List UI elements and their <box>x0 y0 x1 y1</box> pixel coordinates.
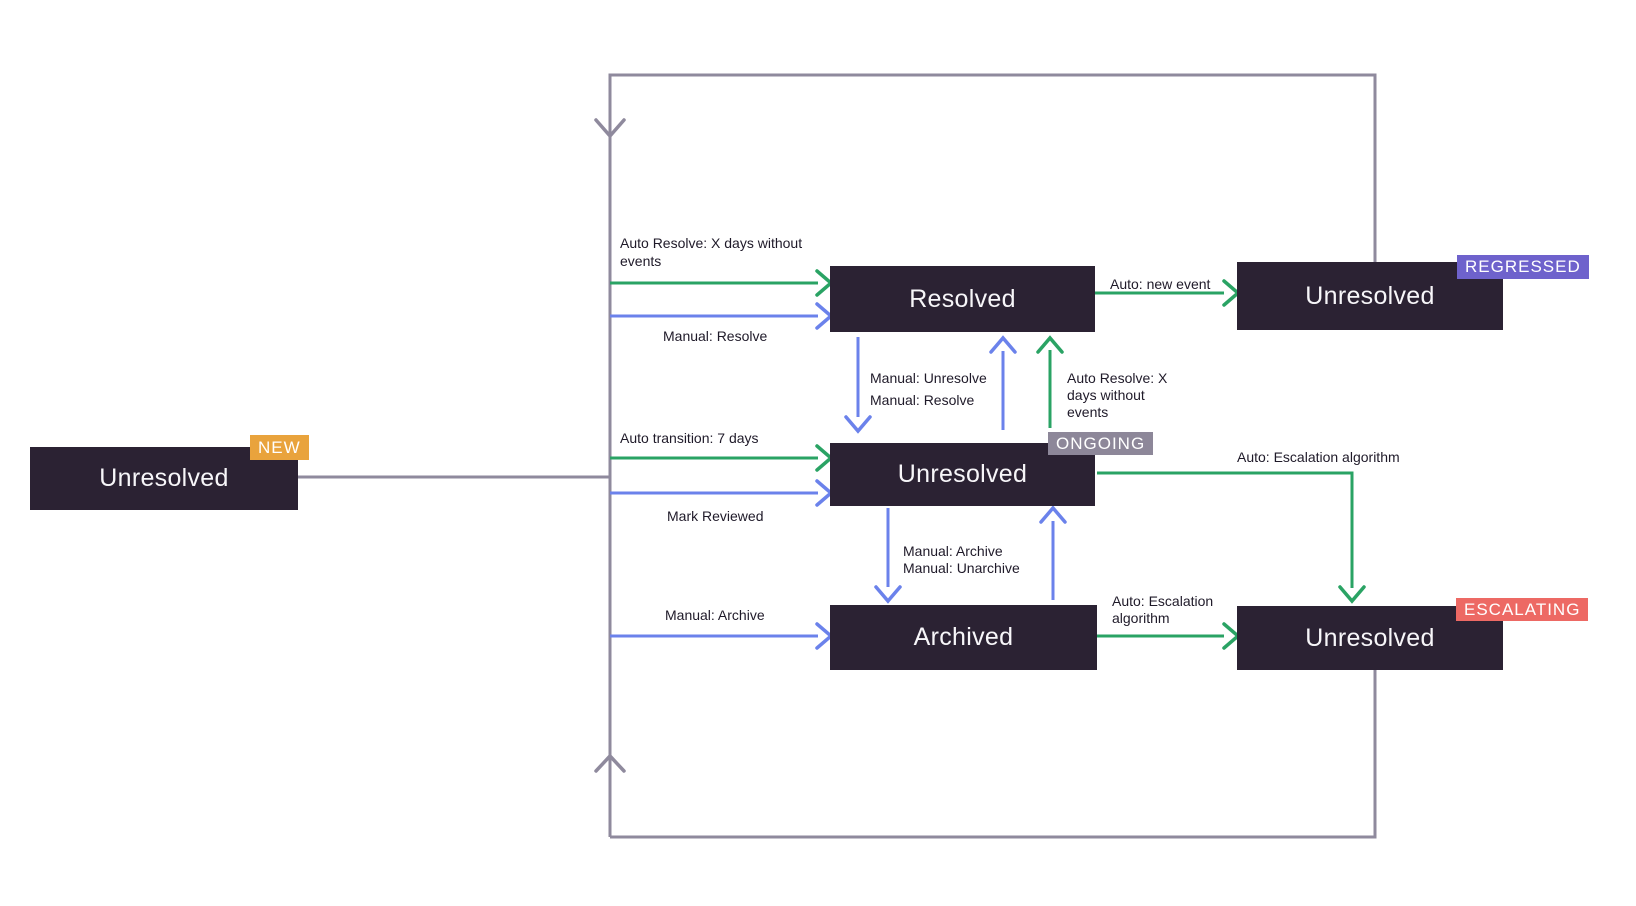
bottom-loop-line <box>610 670 1377 839</box>
regressed-badge: REGRESSED <box>1457 255 1589 279</box>
state-archived: Archived <box>830 605 1097 670</box>
auto-transition-arrowhead <box>815 444 834 472</box>
manual-unarchive-up-arrowhead <box>1039 505 1067 524</box>
escalation-bottom-arrowhead <box>1222 622 1241 650</box>
bus-up-arrowhead <box>594 753 626 773</box>
state-label: Unresolved <box>897 460 1028 488</box>
auto-edges <box>610 269 1366 650</box>
edge-label-auto-resolve-up: Auto Resolve: X days without events <box>1067 370 1168 420</box>
manual-resolve-up-arrowhead <box>989 335 1017 354</box>
edge-label-auto-resolve-days: Auto Resolve: X days without events <box>620 235 803 269</box>
state-unresolved-new: NEW Unresolved <box>30 435 309 510</box>
edge-label-mark-reviewed: Mark Reviewed <box>667 508 764 524</box>
state-unresolved-ongoing: ONGOING Unresolved <box>830 432 1154 506</box>
edge-label-auto-escalation-wrapped: Auto: Escalation algorithm <box>1112 593 1214 626</box>
state-label: Resolved <box>909 284 1016 313</box>
state-unresolved-regressed: REGRESSED Unresolved <box>1237 255 1589 330</box>
manual-edges <box>610 302 1067 650</box>
edge-label-manual-archive-unarchive: Manual: Archive Manual: Unarchive <box>903 543 1020 576</box>
new-badge: NEW <box>250 435 309 460</box>
manual-archive-arrowhead <box>815 622 834 650</box>
escalating-badge: ESCALATING <box>1456 598 1589 621</box>
edge-label-auto-new-event: Auto: new event <box>1110 276 1211 292</box>
manual-unresolve-down-arrowhead <box>844 415 872 434</box>
auto-new-event-arrowhead <box>1222 279 1241 307</box>
auto-resolve-arrowhead <box>815 269 834 297</box>
bus-top-loop-line <box>608 73 1377 837</box>
escalation-top-arrowhead <box>1338 585 1366 604</box>
ongoing-badge: ONGOING <box>1048 432 1154 455</box>
edge-label-auto-escalation: Auto: Escalation algorithm <box>1237 449 1400 465</box>
state-label: Unresolved <box>1305 623 1435 652</box>
edge-label-manual-unresolve-resolve: Manual: Unresolve Manual: Resolve <box>870 370 987 408</box>
escalation-top-line <box>1097 471 1354 588</box>
state-label: Unresolved <box>99 464 229 492</box>
manual-archive-down-arrowhead <box>874 585 902 604</box>
edge-label-manual-archive-in: Manual: Archive <box>665 607 765 623</box>
state-unresolved-escalating: ESCALATING Unresolved <box>1237 598 1589 670</box>
edge-label-manual-resolve-in: Manual: Resolve <box>663 328 768 344</box>
manual-resolve-arrowhead <box>815 302 834 330</box>
mark-reviewed-arrowhead <box>815 479 834 507</box>
edge-label-auto-transition: Auto transition: 7 days <box>620 430 759 446</box>
auto-resolve-up-arrowhead <box>1036 335 1064 354</box>
bus-down-arrowhead <box>594 118 626 139</box>
loop-lines <box>298 73 1377 839</box>
state-label: Unresolved <box>1305 281 1435 310</box>
state-label: Archived <box>913 623 1014 651</box>
state-resolved: Resolved <box>830 266 1095 332</box>
